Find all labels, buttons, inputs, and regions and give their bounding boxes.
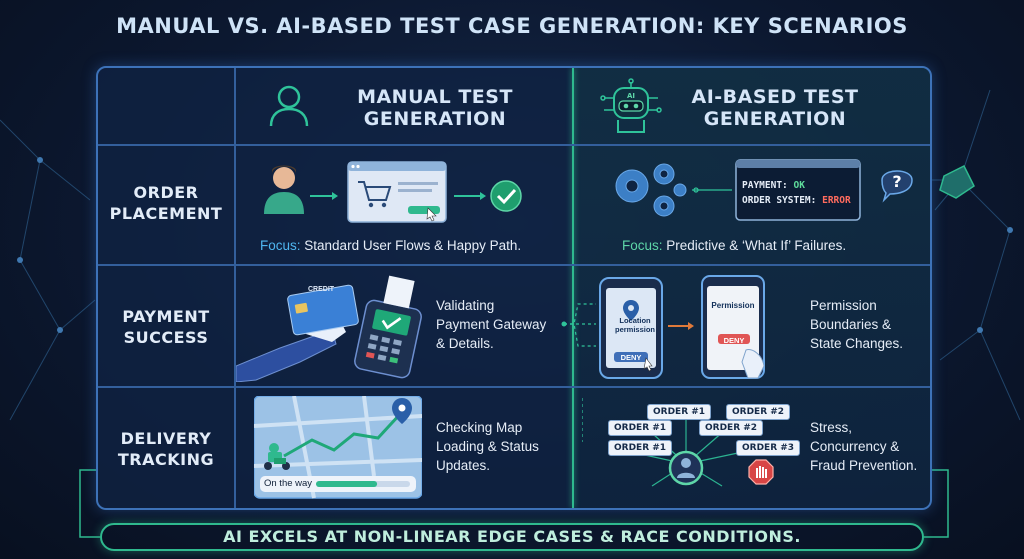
column-divider-2 xyxy=(572,68,574,508)
row-label-line2: PLACEMENT xyxy=(109,204,223,223)
ai-permission-illustration xyxy=(561,275,765,379)
order-bubble: ORDER #1 xyxy=(608,440,673,456)
credit-card-label: CREDIT xyxy=(308,286,335,293)
svg-text:?: ? xyxy=(892,172,901,191)
permission-title: Permission xyxy=(711,301,755,310)
manual-order-focus: Focus: Standard User Flows & Happy Path. xyxy=(260,238,521,253)
delivery-status-label: On the way xyxy=(264,478,313,489)
row-label-line1: PAYMENT xyxy=(122,307,210,326)
check-icon xyxy=(490,180,522,212)
shopper-icon xyxy=(264,165,304,214)
map-pin-icon xyxy=(392,398,412,424)
manual-delivery-text: Checking Map Loading & Status Updates. xyxy=(436,418,539,475)
order-status-label: ORDER SYSTEM: xyxy=(742,195,817,206)
payment-terminal-illustration xyxy=(236,275,422,382)
delivery-map-illustration xyxy=(254,396,422,499)
ai-payment-text: Permission Boundaries & State Changes. xyxy=(810,296,903,353)
payment-status-value: OK xyxy=(793,180,805,191)
progress-fill xyxy=(316,481,378,487)
deny-button[interactable]: DENY xyxy=(620,353,642,362)
manual-header-line1: MANUAL TEST xyxy=(357,86,513,108)
focus-text: Predictive & ‘What If’ Failures. xyxy=(666,238,847,253)
focus-label: Focus: xyxy=(260,238,301,253)
text-line: & Details. xyxy=(436,336,494,351)
manual-header: MANUAL TEST GENERATION xyxy=(330,86,540,130)
row-label-line2: TRACKING xyxy=(117,450,215,469)
ai-header: AI-BASED TEST GENERATION xyxy=(670,86,880,130)
row-label-line2: SUCCESS xyxy=(123,328,209,347)
order-bubble: ORDER #3 xyxy=(736,440,801,456)
person-icon xyxy=(269,85,309,127)
row-label-payment-success: PAYMENT SUCCESS xyxy=(98,306,234,348)
row-label-line1: ORDER xyxy=(133,183,199,202)
ai-order-analysis: ? xyxy=(615,159,913,221)
row-divider-1 xyxy=(98,144,930,146)
row-label-delivery-tracking: DELIVERY TRACKING xyxy=(98,428,234,470)
text-line: Checking Map xyxy=(436,420,523,435)
robot-ai-label: AI xyxy=(627,92,635,100)
page-title: MANUAL VS. AI-BASED TEST CASE GENERATION… xyxy=(116,14,908,38)
manual-header-line2: GENERATION xyxy=(363,108,507,130)
text-line: State Changes. xyxy=(810,336,904,351)
credit-card-icon xyxy=(287,284,359,336)
row-divider-3 xyxy=(98,386,930,388)
order-status-value: ERROR xyxy=(822,195,851,206)
text-line: Validating xyxy=(436,298,495,313)
text-line: Concurrency & xyxy=(810,439,900,454)
text-line: Permission xyxy=(810,298,877,313)
row-divider-2 xyxy=(98,264,930,266)
payment-status-label: PAYMENT: xyxy=(742,180,788,191)
text-line: Fraud Prevention. xyxy=(810,458,918,473)
browser-cart-icon xyxy=(347,161,447,223)
order-bubble: ORDER #1 xyxy=(647,404,712,420)
focus-text: Standard User Flows & Happy Path. xyxy=(304,238,522,253)
order-system-status-screen: PAYMENT: OK ORDER SYSTEM: ERROR xyxy=(742,178,851,208)
tablet-icon xyxy=(701,275,765,379)
order-bubble: ORDER #2 xyxy=(726,404,791,420)
text-line: Loading & Status xyxy=(436,439,539,454)
scooter-icon xyxy=(264,443,290,470)
manual-payment-text: Validating Payment Gateway & Details. xyxy=(436,296,546,353)
order-bubble: ORDER #1 xyxy=(608,420,673,436)
ai-header-line1: AI-BASED TEST xyxy=(691,86,859,108)
focus-label: Focus: xyxy=(622,238,663,253)
text-line: Updates. xyxy=(436,458,491,473)
footer-banner: AI EXCELS AT NON-LINEAR EDGE CASES & RAC… xyxy=(100,523,924,551)
ai-order-focus: Focus: Predictive & ‘What If’ Failures. xyxy=(622,238,846,253)
gears-icon xyxy=(615,163,687,217)
phone-icon xyxy=(599,277,663,379)
order-bubble: ORDER #2 xyxy=(699,420,764,436)
row-label-order-placement: ORDER PLACEMENT xyxy=(98,182,234,224)
manual-order-flow xyxy=(264,161,522,223)
ai-header-line2: GENERATION xyxy=(703,108,847,130)
location-permission-label: Location permission xyxy=(614,316,655,334)
column-divider-1 xyxy=(234,68,236,508)
stop-icon xyxy=(748,459,774,485)
text-line: Stress, xyxy=(810,420,853,435)
card-terminal-icon xyxy=(354,275,422,379)
deny-button-2[interactable]: DENY xyxy=(723,336,745,345)
text-line: Boundaries & xyxy=(810,317,892,332)
row-label-line1: DELIVERY xyxy=(120,429,212,448)
user-avatar-icon xyxy=(668,450,704,486)
text-line: Payment Gateway xyxy=(436,317,547,332)
question-icon: ? xyxy=(881,170,913,203)
ai-delivery-text: Stress, Concurrency & Fraud Prevention. xyxy=(810,418,917,475)
robot-icon: AI xyxy=(600,78,662,133)
comparison-table: MANUAL TEST GENERATION AI AI-BASED TEST … xyxy=(96,66,932,510)
